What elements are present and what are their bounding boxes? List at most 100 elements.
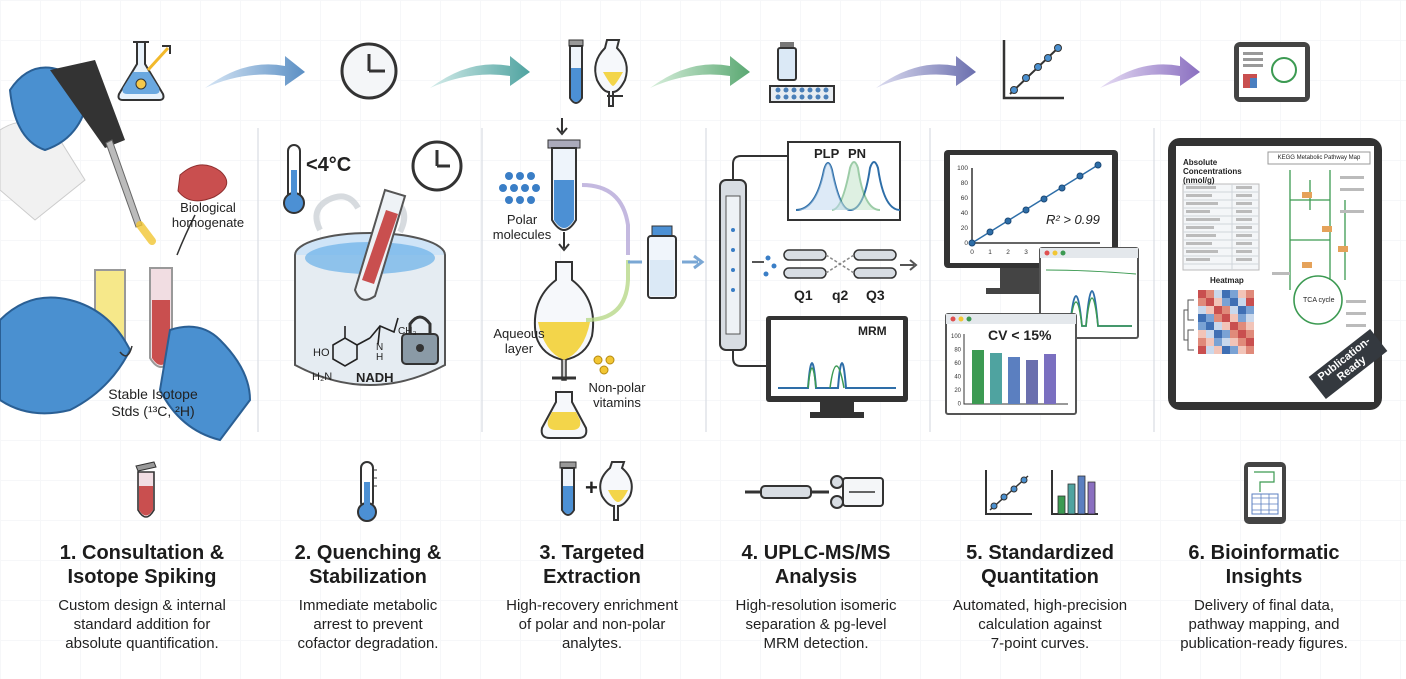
step2-desc-line2: arrest to prevent xyxy=(313,616,423,633)
heatmap-cell xyxy=(1222,322,1230,330)
step5-title-line1: 5. Standardized xyxy=(966,542,1114,564)
aqueous-label: Aqueous layer xyxy=(490,326,548,356)
r2-label: R² > 0.99 xyxy=(1046,212,1100,227)
step6-desc-line3: publication-ready figures. xyxy=(1180,635,1348,652)
calibration-x-tick: 2 xyxy=(1006,249,1010,256)
calibration-x-tick: 1 xyxy=(988,249,992,256)
calibration-x-tick: 0 xyxy=(970,249,974,256)
heatmap-cell xyxy=(1238,314,1246,322)
step1-title: 1. Consultation & Isotope Spiking xyxy=(32,541,252,589)
step4-title-line1: 4. UPLC-MS/MS xyxy=(741,542,891,564)
panel2-illustration xyxy=(283,140,463,386)
step5-title-line2: Quantitation xyxy=(981,566,1099,588)
heatmap-cell xyxy=(1230,322,1238,330)
step2-title-line1: 2. Quenching & xyxy=(294,542,442,564)
step4-title: 4. UPLC-MS/MS Analysis xyxy=(706,541,926,589)
step1-title-line2: Isotope Spiking xyxy=(67,566,217,588)
step3-desc-line3: analytes. xyxy=(561,635,623,652)
bio-line1: Biological xyxy=(180,200,236,215)
top-well-plate-icon xyxy=(769,42,835,103)
polar-label: Polar molecules xyxy=(492,212,552,242)
step1-title-line1: 1. Consultation & xyxy=(59,542,225,564)
n-label: N xyxy=(376,342,384,353)
step4-desc-line3: MRM detection. xyxy=(763,635,869,652)
isotope-label: Stable Isotope Stds (¹³C, ²H) xyxy=(88,386,218,420)
step6-title-line2: Insights xyxy=(1225,566,1303,588)
heatmap-cell xyxy=(1206,346,1214,354)
heatmap-cell xyxy=(1198,306,1206,314)
calibration-y-tick: 0 xyxy=(964,240,968,247)
map-title: KEGG Metabolic Pathway Map xyxy=(1277,155,1361,161)
heatmap-cell xyxy=(1230,290,1238,298)
heatmap-cell xyxy=(1198,322,1206,330)
nonpolar-label: Non-polar vitamins xyxy=(584,380,650,410)
step5-title: 5. Standardized Quantitation xyxy=(930,541,1150,589)
heatmap-cell xyxy=(1198,298,1206,306)
heatmap-cell xyxy=(1222,330,1230,338)
calibration-y-tick: 100 xyxy=(957,165,968,172)
top-tablet-icon xyxy=(1234,42,1310,102)
step6-desc-line2: pathway mapping, and xyxy=(1188,616,1340,633)
dendrogram xyxy=(1183,299,1194,351)
step5-desc-line1: Automated, high-precision xyxy=(952,597,1128,614)
heatmap-cell xyxy=(1246,322,1254,330)
calibration-y-tick: 40 xyxy=(961,210,969,217)
calibration-points xyxy=(968,161,1102,247)
heatmap-label: Heatmap xyxy=(1210,276,1244,285)
heatmap-cell xyxy=(1230,338,1238,346)
bottom-column-icon xyxy=(745,475,884,509)
peak1-label: PLP xyxy=(814,146,840,161)
heatmap-cell xyxy=(1246,306,1254,314)
top-linear-curve-icon xyxy=(1002,40,1064,100)
cv-y-tick: 20 xyxy=(954,388,961,394)
pathway-map xyxy=(1289,170,1346,325)
q1-label: Q1 xyxy=(794,287,813,303)
step6-desc: Delivery of final data, pathway mapping,… xyxy=(1149,596,1379,653)
heatmap-cell xyxy=(1198,290,1206,298)
heatmap-cell xyxy=(1206,330,1214,338)
heatmap-cell xyxy=(1230,306,1238,314)
top-flask-icon xyxy=(117,41,171,101)
bottom-curve-icon xyxy=(985,470,1032,515)
panel4-illustration xyxy=(719,141,918,418)
step5-desc: Automated, high-precision calculation ag… xyxy=(925,596,1155,653)
cv-y-tick: 0 xyxy=(958,402,962,408)
aq-line1: Aqueous xyxy=(493,326,545,341)
thermometer-icon xyxy=(283,144,305,214)
peak2-label: PN xyxy=(848,146,867,161)
heatmap-cell xyxy=(1222,338,1230,346)
heatmap-cell xyxy=(1230,314,1238,322)
lower-left-glove xyxy=(0,296,132,415)
step3-title: 3. Targeted Extraction xyxy=(482,541,702,589)
aq-line2: layer xyxy=(504,341,534,356)
calibration-y-tick: 20 xyxy=(961,225,969,232)
nadh-label: NADH xyxy=(356,370,394,385)
step4-desc-line1: High-resolution isomeric xyxy=(735,597,897,614)
step5-desc-line2: calculation against xyxy=(978,616,1102,633)
step4-desc-line2: separation & pg-level xyxy=(745,616,887,633)
cv-y-tick: 80 xyxy=(954,348,961,354)
step5-desc-line3: 7-point curves. xyxy=(990,635,1090,652)
heatmap-cell xyxy=(1222,306,1230,314)
flow-arrow-1 xyxy=(205,56,305,88)
step2-desc: Immediate metabolic arrest to prevent co… xyxy=(253,596,483,653)
h2n-label: H₂N xyxy=(312,371,333,383)
step6-title: 6. Bioinformatic Insights xyxy=(1154,541,1374,589)
q2-label: q2 xyxy=(832,287,849,303)
heatmap-cell xyxy=(1214,346,1222,354)
bottom-tube-icon xyxy=(135,461,157,518)
step3-desc-line1: High-recovery enrichment xyxy=(506,597,678,614)
heatmap-cell xyxy=(1222,298,1230,306)
top-tube-funnel-icon xyxy=(568,39,628,107)
temp-label: <4°C xyxy=(306,154,352,176)
heatmap-cell xyxy=(1238,306,1246,314)
heatmap-cell xyxy=(1230,330,1238,338)
ho-label: HO xyxy=(313,347,330,359)
cv-y-tick: 40 xyxy=(954,375,961,381)
heatmap-cell xyxy=(1214,290,1222,298)
step1-desc-line2: standard addition for xyxy=(73,616,211,633)
heatmap-cell xyxy=(1222,314,1230,322)
